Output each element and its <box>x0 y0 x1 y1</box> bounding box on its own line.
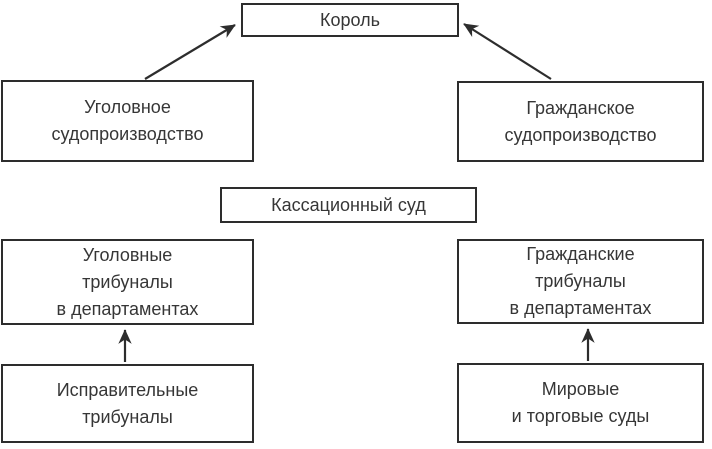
node-civil-proceedings: Гражданское судопроизводство <box>457 81 704 162</box>
node-cassation-court-label: Кассационный суд <box>271 195 426 215</box>
node-king-label: Король <box>319 10 380 30</box>
node-civil-tribunals-label: Гражданские трибуналы в департаментах <box>509 244 652 318</box>
arrow-criminal-proceedings-to-king <box>144 24 236 80</box>
node-correctional-tribunals-label: Исправительные трибуналы <box>56 379 199 427</box>
node-civil-tribunals: Гражданские трибуналы в департаментах <box>457 239 704 324</box>
node-correctional-tribunals: Исправительные трибуналы <box>1 364 254 443</box>
arrow-civil-proceedings-to-king <box>463 23 552 80</box>
node-magistrate-commercial-courts-label: Мировые и торговые суды <box>511 379 650 426</box>
node-criminal-tribunals-label: Уголовные трибуналы в департаментах <box>56 244 199 319</box>
node-civil-proceedings-label: Гражданское судопроизводство <box>504 97 657 145</box>
node-criminal-proceedings: Уголовное судопроизводство <box>1 80 254 162</box>
node-king: Король <box>241 3 459 37</box>
node-magistrate-commercial-courts: Мировые и торговые суды <box>457 363 704 443</box>
node-cassation-court: Кассационный суд <box>220 187 477 223</box>
node-criminal-tribunals: Уголовные трибуналы в департаментах <box>1 239 254 325</box>
node-criminal-proceedings-label: Уголовное судопроизводство <box>51 97 204 144</box>
